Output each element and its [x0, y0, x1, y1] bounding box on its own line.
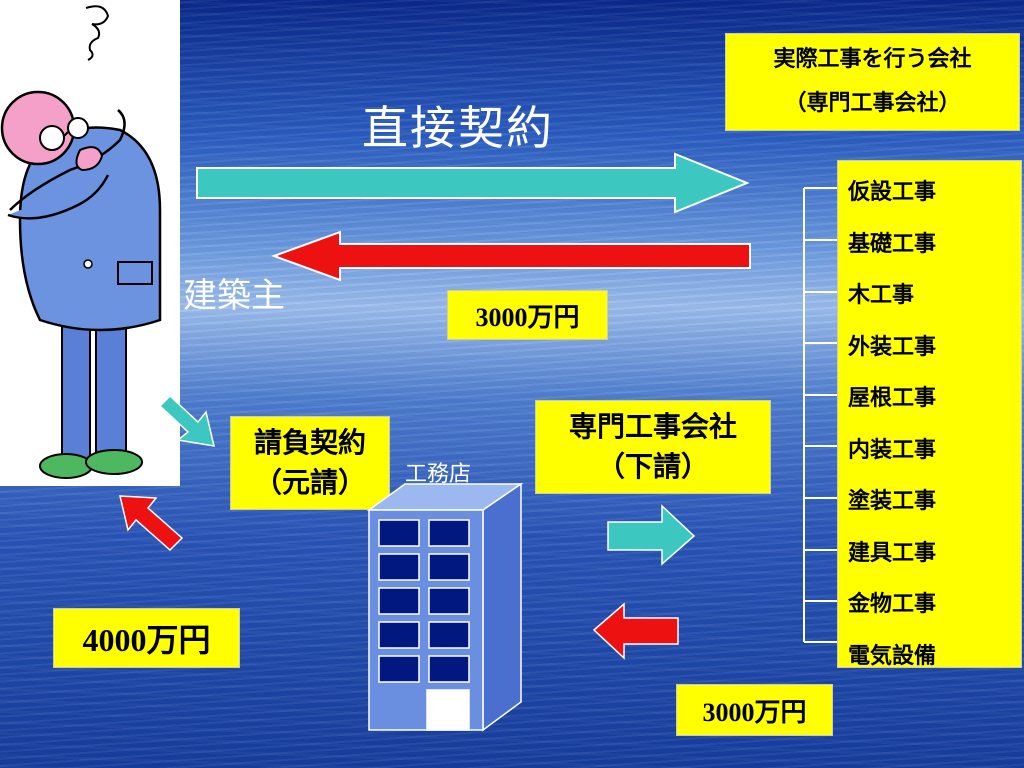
contract-line1: 請負契約	[253, 426, 366, 459]
owner-label: 建築主	[183, 276, 285, 316]
trade-item: 外装工事	[848, 334, 937, 360]
builder-building-icon	[366, 482, 524, 732]
owner-figure-panel	[0, 0, 180, 486]
trade-item: 基礎工事	[848, 231, 937, 257]
trade-item: 金物工事	[848, 592, 937, 617]
direct-price-box: 3000万円	[447, 290, 608, 340]
direct-payment-arrow	[271, 230, 751, 282]
subcontract-payment-arrow	[592, 602, 679, 660]
subcontract-line2: （下請）	[596, 450, 709, 483]
subcontractor-box: 専門工事会社 （下請）	[535, 400, 771, 494]
trade-item: 電気設備	[848, 643, 937, 669]
trade-item: 建具工事	[848, 540, 937, 566]
trades-bracket	[803, 187, 838, 643]
direct-contract-arrow	[196, 152, 750, 214]
contract-line2: （元請）	[253, 466, 366, 499]
trade-item: 木工事	[848, 283, 915, 308]
subcontract-arrow	[607, 504, 696, 566]
trade-item: 塗装工事	[848, 489, 937, 514]
trade-item: 内装工事	[848, 437, 937, 463]
total-price-box: 4000万円	[53, 608, 240, 668]
builder-label: 工務店	[405, 462, 472, 487]
thinking-man-illustration	[0, 5, 162, 479]
specialist-header-line2: （専門工事会社）	[784, 91, 961, 116]
specialist-company-box: 実際工事を行う会社 （専門工事会社）	[725, 33, 1020, 131]
direct-contract-title: 直接契約	[362, 101, 554, 155]
subcontract-price-box: 3000万円	[676, 684, 833, 736]
trades-list: 仮設工事 基礎工事 木工事 外装工事 屋根工事 内装工事 塗装工事 建具工事 金…	[837, 160, 1022, 669]
owner-payment-arrow-diagonal	[119, 495, 184, 552]
trade-item: 屋根工事	[848, 386, 937, 411]
subcontract-line1: 専門工事会社	[568, 410, 737, 443]
contract-arrow-diagonal	[158, 394, 215, 447]
specialist-header-line1: 実際工事を行う会社	[773, 47, 972, 72]
trade-item: 仮設工事	[848, 180, 937, 205]
general-contract-box: 請負契約 （元請）	[230, 416, 390, 510]
